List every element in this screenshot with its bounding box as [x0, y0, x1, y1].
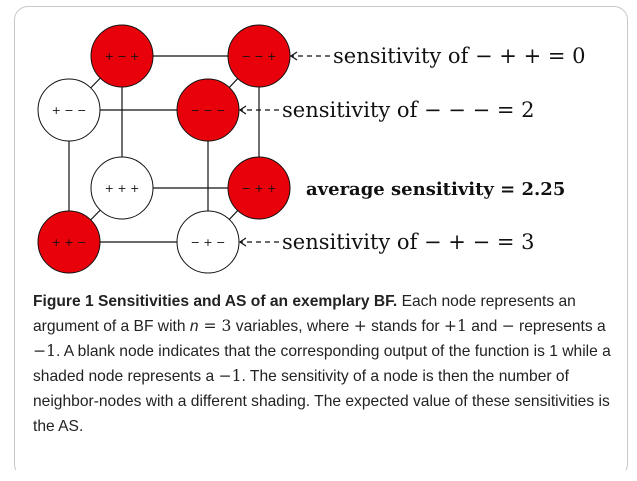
node-label: + + −: [52, 236, 87, 249]
caption-math: −: [501, 317, 515, 335]
caption-text: variables, where: [231, 318, 354, 335]
node-label: − + −: [191, 236, 226, 249]
node-minus-plus-minus: − + −: [176, 210, 240, 274]
node-label: − + +: [242, 182, 277, 195]
caption-text: . The sensitivity of a node is then the …: [33, 368, 610, 435]
caption-text: stands for: [366, 318, 444, 335]
caption-title: Figure 1 Sensitivities and AS of an exem…: [33, 293, 398, 310]
caption-math: = 3: [198, 317, 232, 335]
annotation-arrows: [238, 51, 330, 247]
arrow-head: [289, 51, 298, 61]
node-plus-minus-plus: + − +: [90, 24, 154, 88]
node-plus-minus-minus: + − −: [37, 78, 101, 142]
annotation-sensitivity-mpm: sensitivity of − + − = 3: [282, 230, 534, 254]
cube-edges: [68, 55, 260, 243]
node-label: − − +: [242, 50, 277, 63]
caption-text: . A blank node indicates that the corres…: [33, 343, 611, 385]
caption-math: −1: [218, 367, 242, 385]
annotation-sensitivity-mmm: sensitivity of − − − = 2: [282, 98, 534, 122]
node-label: − − −: [191, 104, 226, 117]
caption-math: +: [353, 317, 367, 335]
node-label: + − +: [105, 50, 140, 63]
node-minus-minus-minus: − − −: [176, 78, 240, 142]
node-minus-minus-plus: − − +: [227, 24, 291, 88]
caption-text: Each node represents an argument of a BF…: [33, 293, 576, 335]
annotation-average-sensitivity: average sensitivity = 2.25: [306, 179, 565, 200]
node-label: + + +: [105, 182, 140, 195]
caption-math: +1: [443, 317, 467, 335]
page-cut: [10, 470, 636, 481]
caption-text: represents a: [514, 318, 606, 335]
arrow-head: [238, 237, 247, 247]
cube-diagram: + − + − − + + − − − − − + + + − + + + + …: [37, 24, 585, 274]
node-plus-plus-minus: + + −: [37, 210, 101, 274]
arrow-head: [238, 105, 247, 115]
caption-variable-n: n: [189, 318, 199, 335]
figure-caption: Figure 1 Sensitivities and AS of an exem…: [33, 289, 623, 439]
caption-text: and: [466, 318, 502, 335]
node-minus-plus-plus: − + +: [227, 156, 291, 220]
node-plus-plus-plus: + + +: [90, 156, 154, 220]
node-label: + − −: [52, 104, 87, 117]
annotation-sensitivity-mpp: sensitivity of − + + = 0: [333, 44, 585, 68]
caption-math: −1: [33, 342, 56, 360]
